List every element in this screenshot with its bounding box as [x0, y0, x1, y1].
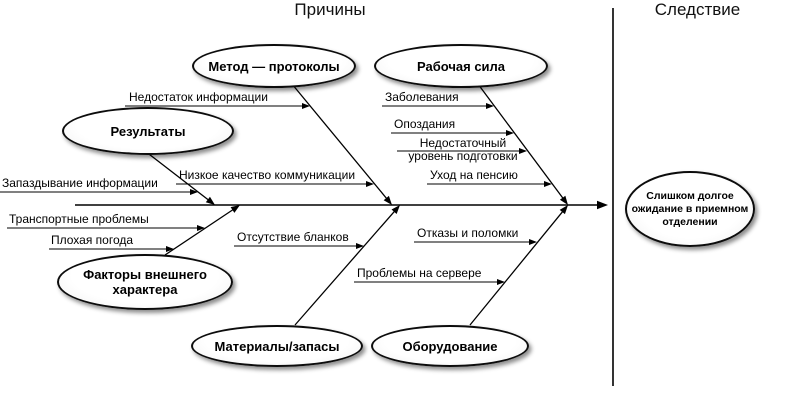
effect-node-label: Слишком долгое ожидание в приемном отдел… [631, 189, 749, 228]
workforce-bone-head [559, 195, 568, 205]
workforce-node: Рабочая сила [374, 44, 548, 88]
effect-node: Слишком долгое ожидание в приемном отдел… [625, 171, 755, 247]
subcause-failures-breakdowns: Отказы и поломки [417, 226, 519, 240]
lack-of-information-arrow-head [302, 103, 310, 109]
subcause-illness: Заболевания [385, 90, 459, 104]
insufficient-training-arrow-head [519, 148, 527, 154]
results-node-label: Результаты [110, 123, 186, 139]
external-factors-bone-head [230, 205, 240, 213]
server-problems-arrow-head [497, 279, 505, 285]
results-bone-line [144, 150, 210, 202]
subcause-lack-of-information: Недостаток информации [129, 90, 268, 104]
subcause-lateness: Опоздания [394, 117, 456, 131]
external-factors-bone-line [164, 208, 235, 256]
method-bone-line [291, 83, 389, 201]
subcause-transport-problems: Транспортные проблемы [9, 212, 149, 226]
lateness-arrow-head [506, 130, 514, 136]
workforce-node-label: Рабочая сила [416, 58, 506, 74]
spine-arrow-head [597, 200, 608, 210]
equipment-bone-head [559, 205, 568, 215]
equipment-node-label: Оборудование [402, 338, 498, 354]
equipment-node: Оборудование [371, 325, 529, 367]
illness-arrow-head [486, 103, 494, 109]
bad-weather-arrow-head [166, 246, 174, 252]
materials-bone-head [391, 205, 400, 215]
method-bone-head [383, 195, 392, 205]
transport-problems-arrow-head [197, 225, 205, 231]
subcause-insufficient-training: Недостаточный уровень подготовки [408, 136, 518, 163]
causes-title: Причины [294, 0, 366, 19]
subcause-information-delay: Запаздывание информации [2, 176, 158, 190]
materials-node-label: Материалы/запасы [214, 338, 340, 354]
subcause-bad-weather: Плохая погода [51, 233, 134, 247]
low-communication-quality-arrow-head [366, 181, 374, 187]
method-node: Метод — протоколы [192, 44, 356, 88]
method-node-label: Метод — протоколы [208, 58, 340, 74]
materials-node: Материалы/запасы [191, 325, 363, 367]
missing-forms-arrow-head [356, 243, 364, 249]
equipment-bone-line [469, 210, 565, 326]
effect-title: Следствие [654, 0, 741, 19]
retirement-arrow-head [544, 181, 552, 187]
failures-breakdowns-arrow-head [529, 239, 537, 245]
subcause-low-communication-quality: Низкое качество коммуникации [179, 168, 356, 182]
external-factors-node: Факторы внешнего характера [57, 254, 233, 310]
information-delay-arrow-head [190, 189, 198, 195]
workforce-bone-line [477, 83, 565, 200]
subcause-server-problems: Проблемы на сервере [357, 266, 482, 280]
subcause-missing-forms: Отсутствие бланков [237, 230, 349, 244]
subcause-retirement: Уход на пенсию [430, 168, 518, 182]
materials-bone-line [294, 209, 396, 326]
results-bone-head [205, 196, 215, 205]
external-factors-node-label: Факторы внешнего характера [83, 267, 207, 297]
results-node: Результаты [62, 107, 234, 155]
